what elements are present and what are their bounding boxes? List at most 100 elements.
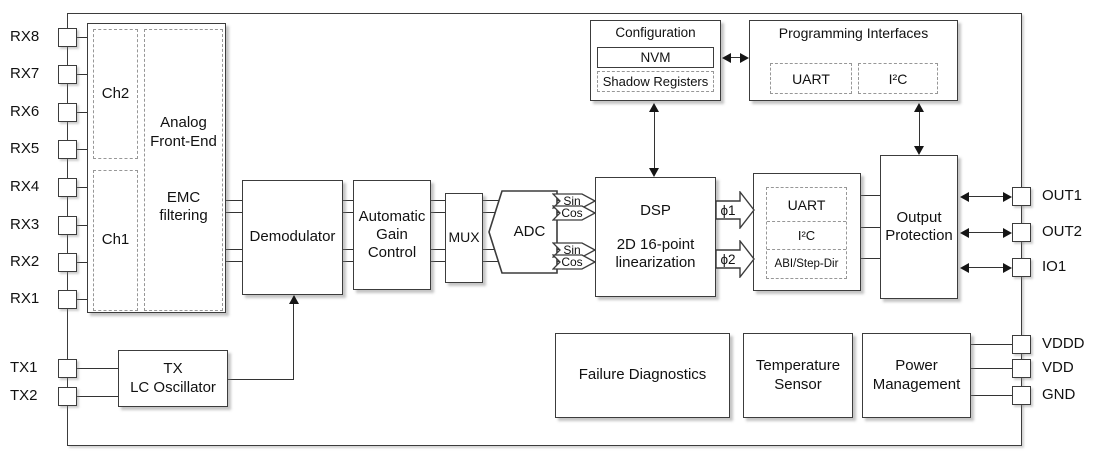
dsp-subtitle: 2D 16-point linearization — [615, 235, 696, 272]
wire — [75, 396, 118, 397]
pin-label: OUT2 — [1042, 223, 1083, 240]
abi-stepdir-label: ABI/Step-Dir — [767, 249, 846, 277]
pin-tx1 — [58, 359, 77, 378]
wire-gnd — [971, 395, 1012, 396]
serial-outputs-block: UART I²C ABI/Step-Dir — [753, 173, 861, 291]
configuration-block: Configuration NVM Shadow Registers — [590, 20, 721, 101]
phi2-label: ϕ2 — [720, 251, 736, 267]
phi1-label: ϕ1 — [720, 202, 736, 218]
wire — [226, 261, 242, 262]
lc-oscillator-label: LC Oscillator — [130, 378, 216, 396]
dsp-title: DSP — [640, 201, 671, 219]
arrowhead — [960, 192, 969, 202]
pin-rx7 — [58, 65, 77, 84]
output-protection-label: Output Protection — [885, 208, 953, 244]
pin-label: RX4 — [10, 178, 40, 195]
ch2-label: Ch2 — [101, 84, 130, 102]
pin-vdd — [1012, 359, 1031, 378]
mux-label: MUX — [448, 229, 480, 246]
wire-txosc — [293, 303, 294, 380]
failure-diagnostics-label: Failure Diagnostics — [578, 366, 707, 384]
wire — [431, 212, 445, 213]
temperature-sensor-block: Temperature Sensor — [743, 333, 853, 418]
pin-rx6 — [58, 103, 77, 122]
shadow-registers-block: Shadow Registers — [597, 71, 714, 92]
arrow-out2 — [966, 232, 1006, 233]
arrowhead — [960, 228, 969, 238]
tx-lc-oscillator-block: TX LC Oscillator — [118, 350, 228, 407]
cos-label: Cos — [561, 206, 583, 220]
wire — [861, 195, 880, 196]
wire — [75, 149, 89, 150]
pin-label: IO1 — [1042, 258, 1067, 275]
wire — [431, 200, 445, 201]
ch1-block: Ch1 — [93, 170, 138, 311]
pin-label: TX2 — [10, 387, 38, 404]
arrowhead — [740, 53, 749, 63]
pin-label: RX6 — [10, 103, 40, 120]
arrowhead — [914, 103, 924, 112]
output-protection-block: Output Protection — [880, 155, 958, 299]
arrow-config-dsp — [654, 110, 655, 170]
ch1-label: Ch1 — [101, 231, 130, 249]
pin-label: VDD — [1042, 359, 1074, 376]
demodulator-block: Demodulator — [242, 180, 343, 295]
wire — [226, 249, 242, 250]
pin-label: OUT1 — [1042, 187, 1083, 204]
pin-rx8 — [58, 28, 77, 47]
arrow-prog-op — [919, 110, 920, 148]
wire — [226, 212, 242, 213]
pin-rx3 — [58, 216, 77, 235]
wire — [75, 112, 89, 113]
programming-interfaces-block: Programming Interfaces UART I²C — [749, 20, 958, 101]
pin-label: RX5 — [10, 140, 40, 157]
wire — [343, 200, 353, 201]
phi2-arrow — [716, 240, 755, 278]
failure-diagnostics-block: Failure Diagnostics — [555, 333, 730, 418]
wire — [75, 74, 89, 75]
emc-filtering-label: EMC filtering — [159, 189, 208, 225]
sin-label: Sin — [563, 243, 581, 257]
uart-prog-block: UART — [770, 63, 852, 94]
uart-output-label: UART — [787, 196, 826, 213]
cos-arrow-2: Cos — [551, 254, 597, 275]
wire — [343, 249, 353, 250]
wire — [343, 261, 353, 262]
pin-tx2 — [58, 387, 77, 406]
arrowhead — [649, 168, 659, 177]
pin-label: VDDD — [1042, 335, 1085, 352]
arrowhead — [914, 146, 924, 155]
wire — [75, 37, 89, 38]
wire-vdd — [971, 368, 1012, 369]
arrowhead — [960, 263, 969, 273]
pin-label: RX2 — [10, 253, 40, 270]
wire — [75, 262, 89, 263]
demodulator-label: Demodulator — [249, 228, 336, 246]
cos-arrow-1: Cos — [551, 205, 597, 226]
pin-label: RX3 — [10, 216, 40, 233]
wire — [483, 261, 503, 262]
tx-label: TX — [163, 360, 183, 378]
wire — [75, 299, 89, 300]
wire — [226, 200, 242, 201]
temperature-sensor-label: Temperature Sensor — [755, 357, 841, 393]
configuration-title: Configuration — [615, 25, 696, 40]
pin-io1 — [1012, 258, 1031, 277]
wire — [431, 261, 445, 262]
adc-shape — [488, 190, 558, 274]
cos-label: Cos — [561, 255, 583, 269]
wire — [861, 258, 880, 259]
pin-vddd — [1012, 335, 1031, 354]
power-management-label: Power Management — [872, 357, 961, 393]
wire — [75, 187, 89, 188]
agc-block: Automatic Gain Control — [353, 180, 431, 290]
pin-rx5 — [58, 140, 77, 159]
arrowhead — [1003, 263, 1012, 273]
i2c-output-label: I²C — [767, 221, 846, 249]
arrowhead — [649, 103, 659, 112]
dsp-block: DSP 2D 16-point linearization — [595, 177, 716, 297]
pin-rx1 — [58, 290, 77, 309]
pin-label: RX8 — [10, 28, 40, 45]
wire — [431, 249, 445, 250]
wire — [343, 212, 353, 213]
